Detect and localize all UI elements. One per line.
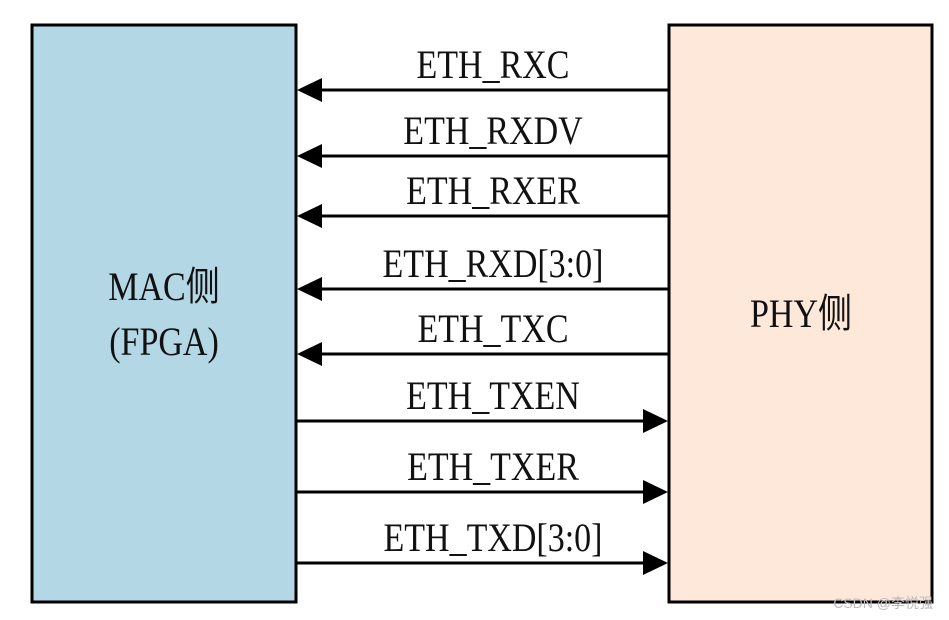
arrowhead-icon bbox=[643, 551, 668, 575]
signal-label: ETH_RXDV bbox=[403, 110, 583, 154]
signal-eth-rxc: ETH_RXC bbox=[297, 44, 669, 102]
arrowhead-icon bbox=[297, 342, 322, 366]
signal-eth-txen: ETH_TXEN bbox=[296, 375, 668, 433]
signal-eth-rxdv: ETH_RXDV bbox=[297, 110, 669, 168]
arrowhead-icon bbox=[297, 204, 322, 228]
phy-label: PHY侧 bbox=[750, 293, 852, 337]
signal-eth-rxd-3-0: ETH_RXD[3:0] bbox=[297, 243, 669, 301]
mac-label-line2: (FPGA) bbox=[109, 321, 219, 365]
signal-label: ETH_TXC bbox=[417, 308, 568, 352]
signal-label: ETH_RXER bbox=[406, 170, 580, 214]
watermark: CSDN @李悦强 bbox=[833, 595, 933, 611]
signal-label: ETH_TXEN bbox=[406, 375, 580, 419]
signal-label: ETH_RXD[3:0] bbox=[383, 243, 604, 287]
arrowhead-icon bbox=[297, 144, 322, 168]
signal-eth-rxer: ETH_RXER bbox=[297, 170, 669, 228]
signal-eth-txc: ETH_TXC bbox=[297, 308, 669, 366]
signal-eth-txd-3-0: ETH_TXD[3:0] bbox=[296, 517, 668, 575]
arrowhead-icon bbox=[297, 78, 322, 102]
signal-label: ETH_TXD[3:0] bbox=[384, 517, 603, 561]
phy-block bbox=[667, 23, 934, 604]
arrowhead-icon bbox=[297, 277, 322, 301]
arrowhead-icon bbox=[643, 480, 668, 504]
mac-label-line1: MAC侧 bbox=[108, 266, 219, 310]
signal-label: ETH_RXC bbox=[417, 44, 570, 88]
signal-eth-txer: ETH_TXER bbox=[296, 446, 668, 504]
signal-label: ETH_TXER bbox=[407, 446, 579, 490]
mac-block bbox=[30, 23, 298, 604]
arrowhead-icon bbox=[643, 409, 668, 433]
